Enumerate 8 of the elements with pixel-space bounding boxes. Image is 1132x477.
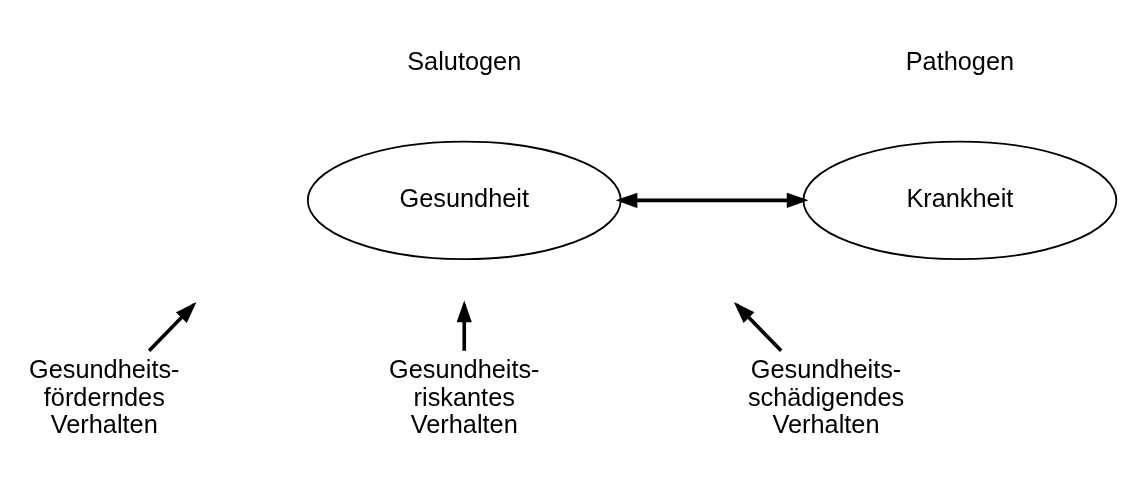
- arrow: [615, 192, 809, 208]
- label: Pathogen: [905, 46, 1015, 75]
- node-ellipse: Krankheit: [802, 140, 1118, 260]
- node-text: Gesundheits- förderndes Verhalten: [29, 354, 180, 438]
- node-text: Gesundheits- riskantes Verhalten: [388, 354, 540, 438]
- label: Salutogen: [407, 46, 522, 75]
- node-text: Gesundheits- schädigendes Verhalten: [747, 354, 905, 438]
- node-ellipse: Gesundheit: [306, 140, 622, 260]
